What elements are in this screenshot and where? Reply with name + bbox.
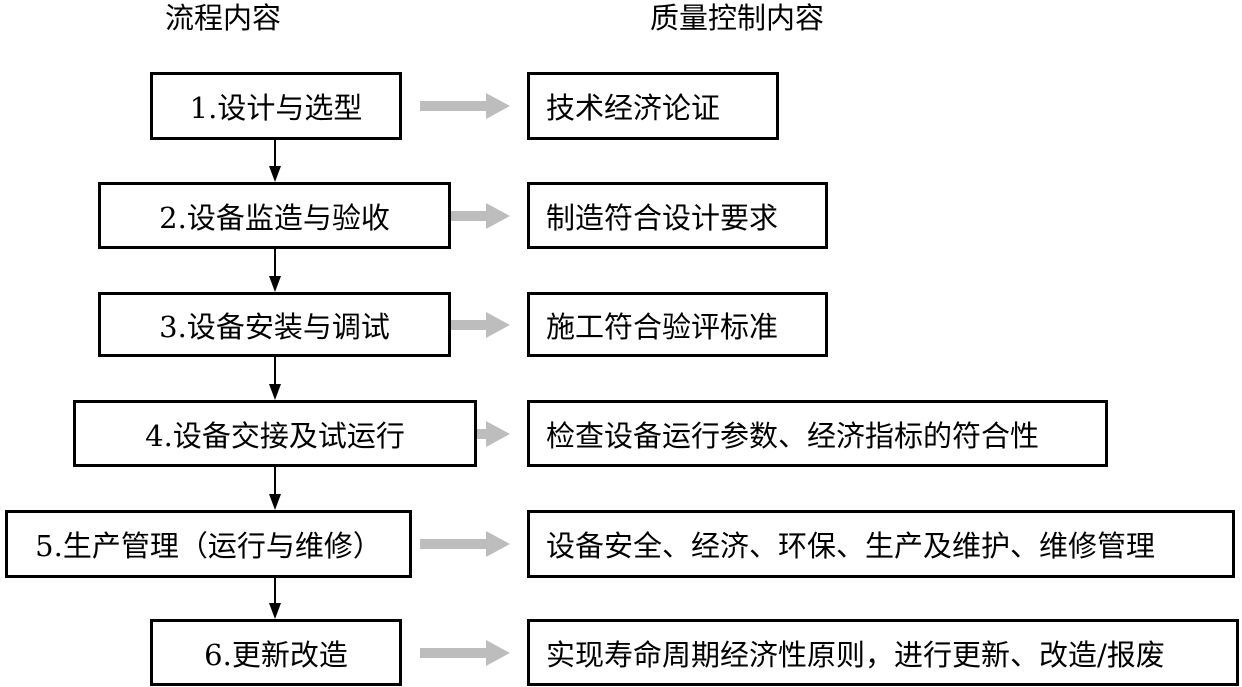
quality-step-1: 技术经济论证 xyxy=(527,72,779,140)
link-arrow-body-2 xyxy=(420,211,488,221)
quality-step-2: 制造符合设计要求 xyxy=(527,182,828,249)
link-arrow-head-6 xyxy=(486,640,510,666)
process-step-5: 5.生产管理（运行与维修） xyxy=(5,510,412,578)
process-step-1: 1.设计与选型 xyxy=(150,72,402,140)
flow-arrow-head-2 xyxy=(269,276,281,292)
process-step-2: 2.设备监造与验收 xyxy=(98,182,451,249)
link-arrow-body-6 xyxy=(420,648,488,658)
flow-arrow-head-1 xyxy=(269,166,281,182)
flow-arrow-head-4 xyxy=(269,494,281,510)
quality-step-3: 施工符合验评标准 xyxy=(527,292,828,357)
process-column-header: 流程内容 xyxy=(165,1,282,35)
link-arrow-head-2 xyxy=(486,203,510,229)
link-arrow-body-5 xyxy=(420,539,488,549)
process-step-3: 3.设备安装与调试 xyxy=(98,292,451,357)
link-arrow-head-4 xyxy=(486,421,510,447)
link-arrow-body-3 xyxy=(420,320,488,330)
link-arrow-head-3 xyxy=(486,312,510,338)
link-arrow-body-1 xyxy=(420,101,488,111)
flow-arrow-head-5 xyxy=(269,603,281,619)
quality-column-header: 质量控制内容 xyxy=(650,1,825,35)
link-arrow-head-1 xyxy=(486,93,510,119)
process-step-6: 6.更新改造 xyxy=(150,619,402,686)
link-arrow-head-5 xyxy=(486,531,510,557)
quality-step-5: 设备安全、经济、环保、生产及维护、维修管理 xyxy=(527,510,1235,578)
quality-step-6: 实现寿命周期经济性原则，进行更新、改造/报废 xyxy=(527,619,1239,686)
process-step-4: 4.设备交接及试运行 xyxy=(73,400,477,467)
flow-arrow-head-3 xyxy=(269,384,281,400)
quality-step-4: 检查设备运行参数、经济指标的符合性 xyxy=(527,400,1108,467)
